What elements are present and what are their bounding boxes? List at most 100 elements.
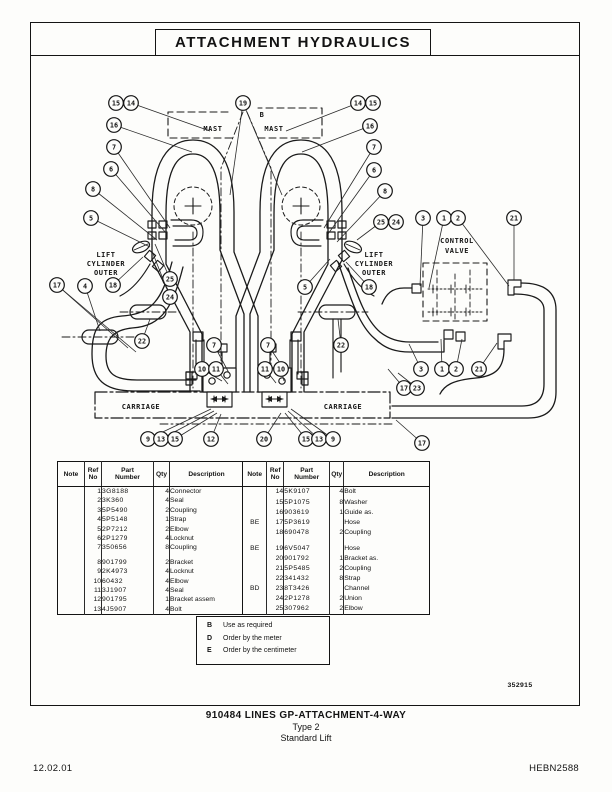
table-cell	[243, 497, 267, 507]
callout-5	[297, 279, 313, 295]
callout-leader	[113, 146, 171, 229]
callout-24	[388, 214, 404, 230]
hydraulics-diagram: MASTBMASTLIFTCYLINDEROUTERLIFTCYLINDEROU…	[49, 95, 557, 451]
callout-number: 12	[207, 435, 215, 443]
callout-10	[273, 361, 289, 377]
table-cell: 4	[153, 586, 170, 596]
table-cell	[58, 567, 85, 576]
table-cell: 23	[266, 583, 284, 594]
callout-leader	[419, 217, 424, 287]
table-cell	[169, 552, 244, 558]
callout-leader	[113, 124, 193, 153]
callout-number: 25	[166, 275, 174, 283]
diagram-label: VALVE	[445, 247, 469, 255]
table-cell: 5P1075	[283, 497, 330, 508]
callout-number: 15	[171, 435, 179, 443]
callout-number: 17	[400, 384, 408, 392]
table-cell: 18	[266, 527, 284, 538]
table-cell: 2P7212	[101, 524, 154, 535]
callout-number: 4	[83, 282, 87, 290]
callout-8	[85, 181, 101, 197]
callout-number: 19	[239, 99, 247, 107]
callout-number: 14	[354, 99, 362, 107]
table-cell: 307962	[283, 603, 330, 615]
table-cell: Bolt	[169, 604, 244, 615]
table-cell	[329, 517, 344, 528]
table-cell: Union	[343, 593, 430, 604]
table-cell: Bolt	[343, 486, 430, 498]
table-cell: 4	[329, 486, 344, 498]
table-cell: Bracket	[169, 557, 244, 568]
table-cell: 2	[153, 505, 170, 516]
table-cell: 1	[153, 595, 170, 605]
note-key: B	[207, 622, 213, 629]
table-cell	[329, 583, 344, 594]
table-cell: 15	[266, 497, 284, 508]
callout-number: 8	[383, 187, 387, 195]
callout-number: 23	[413, 384, 421, 392]
table-cell: 2	[153, 557, 170, 568]
column-header: Ref No	[84, 461, 102, 487]
callout-18	[105, 277, 121, 293]
table-cell: 2K4973	[101, 567, 154, 577]
table-cell: 901792	[283, 553, 330, 564]
callout-number: 15	[302, 435, 310, 443]
table-cell	[84, 552, 102, 558]
column-header: Ref No	[266, 461, 284, 487]
page-title: ATTACHMENT HYDRAULICS	[155, 29, 431, 56]
diagram-labels: MASTBMASTLIFTCYLINDEROUTERLIFTCYLINDEROU…	[87, 111, 474, 411]
callout-number: 8	[91, 185, 95, 193]
callout-12	[203, 431, 219, 447]
diagram-label: MAST	[264, 125, 283, 133]
column-header: Part Number	[101, 461, 154, 487]
table-cell: 7	[84, 543, 102, 553]
table-cell: 3J1907	[101, 586, 154, 596]
callout-leader	[428, 217, 445, 289]
table-cell: 4	[153, 567, 170, 577]
callout-2	[450, 210, 466, 226]
callout-number: 13	[315, 435, 323, 443]
diagram-label: LIFT	[96, 251, 115, 259]
callout-number: 7	[112, 143, 116, 151]
table-cell: BD	[249, 585, 260, 593]
left-mast-cylinder	[151, 139, 259, 393]
table-cell: 350656	[101, 543, 154, 553]
callout-number: 20	[260, 435, 268, 443]
callout-leader	[56, 284, 137, 353]
control-valve	[411, 262, 522, 350]
column-header: Qty	[153, 461, 170, 487]
table-cell: 901799	[101, 557, 154, 568]
table-cell	[243, 528, 267, 538]
callout-number: 6	[372, 166, 376, 174]
callout-18	[361, 279, 377, 295]
callout-3	[413, 361, 429, 377]
table-cell	[58, 487, 85, 497]
table-cell	[58, 543, 85, 552]
column-header: Description	[169, 461, 244, 487]
table-cell: Seal	[169, 586, 244, 596]
column-header: Description	[343, 461, 430, 487]
callout-number: 16	[110, 121, 118, 129]
callout-number: 15	[369, 99, 377, 107]
table-cell: 8T3426	[283, 583, 330, 594]
table-cell: 5P5485	[283, 563, 330, 574]
callout-3	[415, 210, 431, 226]
table-cell: Bracket as.	[343, 553, 430, 564]
callout-leader	[130, 102, 211, 132]
diagram-label: CARRIAGE	[324, 403, 363, 411]
table-cell: 24	[266, 593, 284, 604]
table-cell	[58, 605, 85, 615]
table-cell	[329, 543, 344, 554]
callout-leader	[285, 102, 359, 132]
table-cell: 12	[84, 595, 102, 605]
